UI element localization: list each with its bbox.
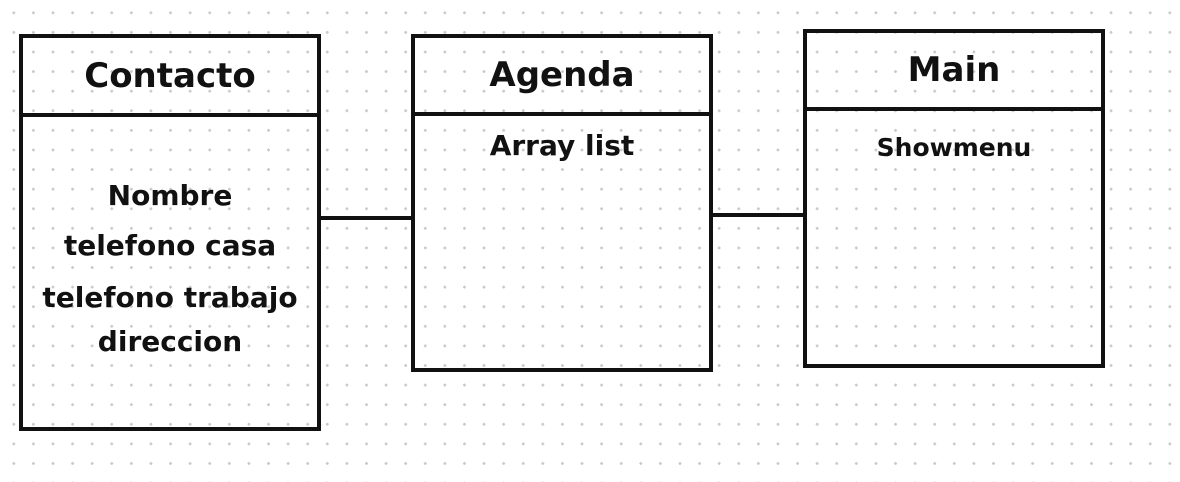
class-attribute: Array list: [489, 129, 635, 162]
class-attribute: telefono casa: [63, 229, 277, 262]
class-title-main: Main: [907, 50, 1001, 90]
connector-contacto-agenda: [319, 216, 413, 220]
class-header-agenda: Agenda: [415, 38, 709, 116]
class-title-agenda: Agenda: [489, 55, 635, 95]
class-attribute: telefono trabajo: [42, 281, 298, 314]
class-attribute: direccion: [97, 325, 243, 358]
class-attribute: Showmenu: [876, 133, 1032, 162]
connector-agenda-main: [711, 213, 805, 217]
class-box-agenda: Agenda Array list: [411, 34, 713, 372]
class-title-contacto: Contacto: [84, 55, 256, 96]
class-box-main: Main Showmenu: [803, 29, 1105, 368]
class-box-contacto: Contacto Nombre telefono casa telefono t…: [19, 34, 321, 431]
class-attribute: Nombre: [107, 179, 233, 212]
class-header-main: Main: [807, 33, 1101, 111]
class-header-contacto: Contacto: [23, 38, 317, 117]
